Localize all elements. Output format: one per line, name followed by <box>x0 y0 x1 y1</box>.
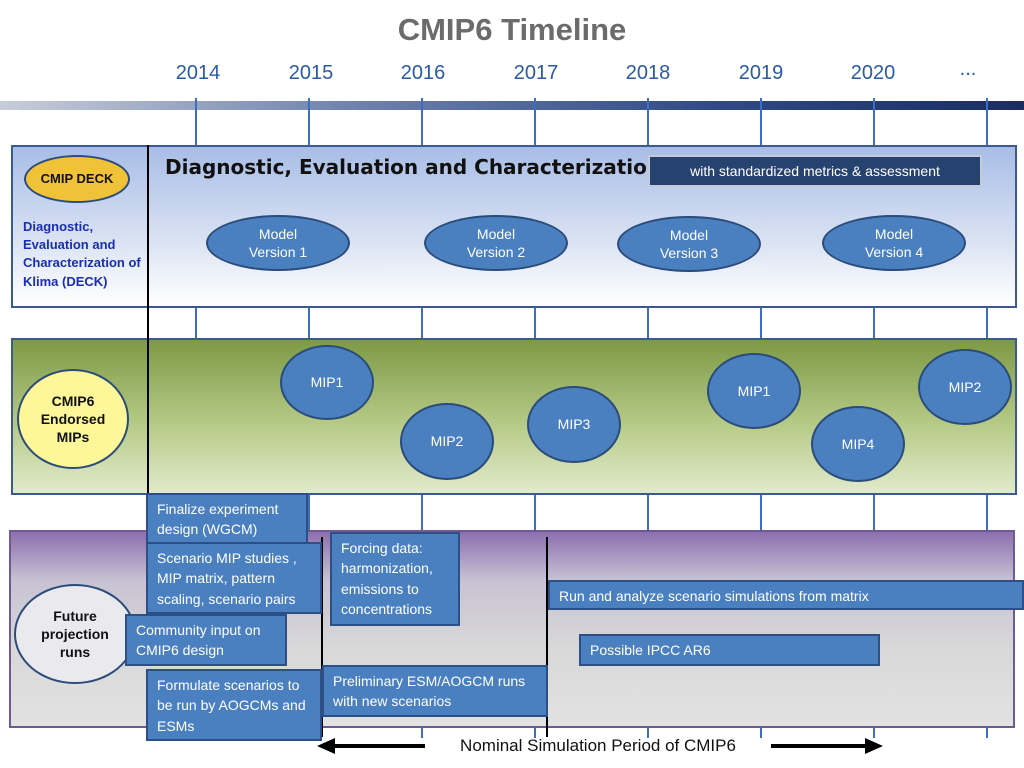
year-label-ellipsis: ... <box>959 58 977 80</box>
model-version-1: Model Version 1 <box>206 215 350 271</box>
section-divider <box>147 145 149 495</box>
year-label-2018: 2018 <box>625 62 671 84</box>
model-version-3: Model Version 3 <box>617 216 761 272</box>
model-version-2: Model Version 2 <box>424 215 568 271</box>
period-start-line <box>321 537 323 737</box>
scenario-mip-box: Scenario MIP studies , MIP matrix, patte… <box>146 542 322 614</box>
year-label-2020: 2020 <box>850 62 896 84</box>
year-label-2016: 2016 <box>400 62 446 84</box>
year-label-2017: 2017 <box>513 62 559 84</box>
mip2-2020: MIP2 <box>918 349 1012 425</box>
timeline-bar <box>0 101 1024 110</box>
model-version-4: Model Version 4 <box>822 215 966 271</box>
period-marker-line <box>546 537 548 737</box>
deck-heading: Diagnostic, Evaluation and Characterizat… <box>165 155 662 179</box>
mip1-2019: MIP1 <box>707 353 801 429</box>
mips-badge: CMIP6 Endorsed MIPs <box>17 369 129 469</box>
run-analyze-box: Run and analyze scenario simulations fro… <box>548 580 1024 610</box>
formulate-scenarios-box: Formulate scenarios to be run by AOGCMs … <box>146 669 322 741</box>
mip2-2016: MIP2 <box>400 403 494 480</box>
period-arrow <box>317 738 883 754</box>
mip3-2017: MIP3 <box>527 386 621 463</box>
year-label-2015: 2015 <box>288 62 334 84</box>
ipcc-ar6-box: Possible IPCC AR6 <box>579 634 880 666</box>
deck-badge: CMIP DECK <box>24 155 130 203</box>
period-label: Nominal Simulation Period of CMIP6 <box>460 736 736 755</box>
future-badge: Future projection runs <box>14 584 136 684</box>
community-input-box: Community input on CMIP6 design <box>125 614 287 666</box>
year-label-2014: 2014 <box>175 62 221 84</box>
deck-side-label: Diagnostic, Evaluation and Characterizat… <box>23 219 141 289</box>
forcing-data-box: Forcing data: harmonization, emissions t… <box>330 532 460 626</box>
year-label-2019: 2019 <box>738 62 784 84</box>
preliminary-runs-box: Preliminary ESM/AOGCM runs with new scen… <box>322 665 548 717</box>
mip1-2015: MIP1 <box>280 345 374 420</box>
page-title: CMIP6 Timeline <box>397 12 627 47</box>
finalize-experiment-box: Finalize experiment design (WGCM) <box>146 493 308 545</box>
metrics-box: with standardized metrics & assessment <box>648 155 982 187</box>
mip4-2019: MIP4 <box>811 406 905 482</box>
